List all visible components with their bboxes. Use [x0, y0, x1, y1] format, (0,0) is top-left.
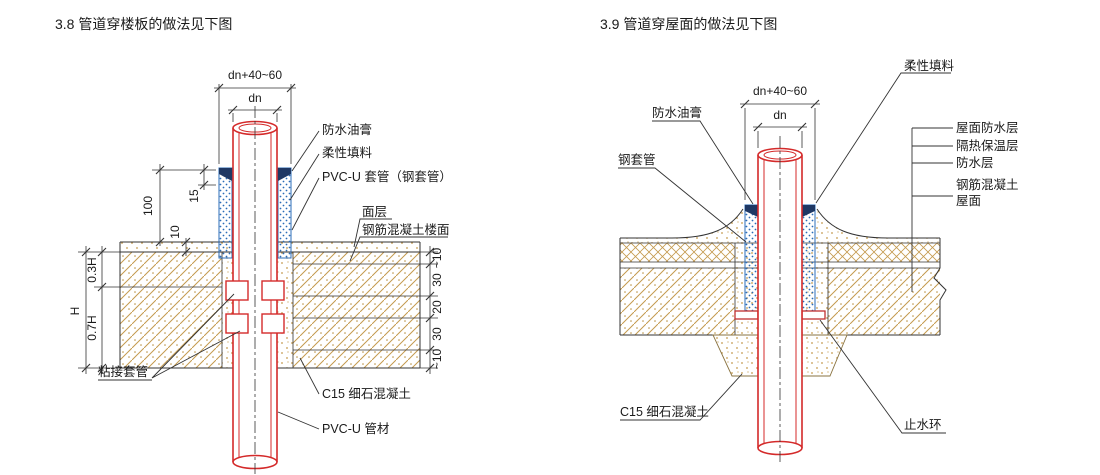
break-mark — [933, 238, 947, 335]
label-steel-sleeve: 钢套管 — [618, 152, 656, 167]
water-stop-ring-right — [801, 310, 826, 320]
adhesive-couplings — [225, 280, 285, 334]
dim-100: 100 — [141, 196, 155, 216]
label-rc-floor: 钢筋混凝土楼面 — [362, 222, 450, 237]
dim-07H: 0.7H — [85, 315, 99, 340]
callouts: 防水油膏 柔性填料 PVC-U 套管（钢套管） 面层 钢筋混凝土楼面 粘接套管 … — [98, 122, 452, 436]
label-insulation: 隔热保温层 — [956, 139, 1019, 153]
figure-3-8: 3.8 管道穿楼板的做法见下图 dn+ — [55, 16, 452, 474]
dim-right-2: 30 — [430, 273, 444, 287]
label-coupling: 粘接套管 — [98, 364, 148, 379]
label-stop-ring: 止水环 — [904, 418, 942, 432]
dimensions: dn+40~60 dn 100 15 10 H 0.3H 0.7H ~10 30… — [68, 68, 444, 374]
label-c15: C15 细石混凝土 — [620, 404, 709, 419]
sealant-wedge-right — [278, 168, 291, 181]
dim-right-3: 20 — [430, 300, 444, 314]
label-c15: C15 细石混凝土 — [322, 386, 411, 401]
dim-dn-plus: dn+40~60 — [228, 68, 282, 82]
label-sleeve: PVC-U 套管（钢套管） — [322, 169, 452, 184]
water-stop-ring-left — [734, 310, 759, 320]
dim-03H: 0.3H — [85, 257, 99, 282]
callouts: 柔性填料 防水油膏 钢套管 屋面防水层 隔热保温层 防水层 钢筋混凝土 屋面 C… — [618, 59, 1019, 434]
dim-H: H — [68, 307, 82, 316]
label-sealant: 防水油膏 — [322, 122, 372, 137]
label-filler: 柔性填料 — [904, 59, 955, 73]
pipe-sleeve — [218, 167, 292, 259]
figure-3-9: 3.9 管道穿屋面的做法见下图 — [600, 16, 1019, 462]
sealant-wedge-right — [802, 205, 815, 217]
label-pipe: PVC-U 管材 — [322, 421, 389, 436]
sealant-wedge-left — [745, 205, 758, 217]
label-sealant: 防水油膏 — [652, 105, 702, 120]
label-rc-roof-line1: 钢筋混凝土 — [956, 177, 1019, 192]
dimensions: dn+40~60 dn — [740, 84, 820, 200]
label-rc-roof-line2: 屋面 — [956, 194, 981, 208]
steel-sleeve — [734, 204, 826, 320]
dim-10: 10 — [168, 225, 182, 239]
figure-3-9-title: 3.9 管道穿屋面的做法见下图 — [600, 16, 777, 32]
dim-dn: dn — [248, 91, 261, 105]
label-roof-waterproof: 屋面防水层 — [956, 120, 1019, 135]
dim-15: 15 — [187, 189, 201, 203]
dim-dn: dn — [773, 108, 786, 122]
dim-right-4: 30 — [430, 327, 444, 341]
label-waterproof: 防水层 — [956, 155, 994, 170]
sealant-wedge-left — [219, 168, 232, 181]
figure-3-8-title: 3.8 管道穿楼板的做法见下图 — [55, 16, 232, 32]
dim-right-5: ~10 — [430, 348, 444, 369]
dim-dn-plus: dn+40~60 — [753, 84, 807, 98]
label-filler: 柔性填料 — [322, 146, 373, 160]
dim-right-1: ~10 — [430, 247, 444, 268]
label-surface: 面层 — [362, 205, 387, 219]
